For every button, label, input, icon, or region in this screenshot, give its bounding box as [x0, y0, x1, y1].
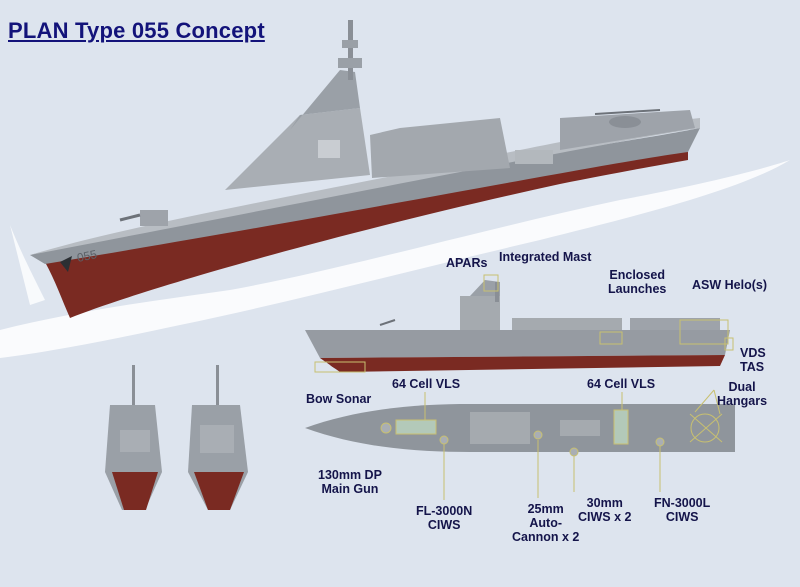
label-asw-helo: ASW Helo(s) — [692, 278, 767, 292]
top-down-plan — [305, 404, 735, 457]
label-main-gun: 130mm DP Main Gun — [318, 468, 382, 496]
label-bow-sonar: Bow Sonar — [306, 392, 372, 406]
label-integrated-mast: Integrated Mast — [499, 250, 592, 264]
label-enclosed-launches: Enclosed Launches — [608, 268, 667, 296]
label-vds: VDS — [740, 346, 766, 360]
label-apars: APARs — [446, 256, 488, 270]
label-tas: TAS — [740, 360, 765, 374]
label-fn3000l-ciws: FN-3000L CIWS — [654, 496, 711, 524]
label-fl3000n-ciws: FL-3000N CIWS — [416, 504, 473, 532]
rear-view-ship — [188, 365, 248, 510]
callout-lines — [424, 389, 721, 500]
wake-splash — [0, 160, 790, 358]
label-30mm-ciws: 30mm CIWS x 2 — [578, 496, 632, 524]
hull-number: 055 — [76, 247, 99, 265]
main-ship-perspective: 055 — [30, 20, 700, 318]
front-view-ship — [105, 365, 162, 510]
label-vls-forward: 64 Cell VLS — [392, 377, 461, 391]
label-vls-aft: 64 Cell VLS — [587, 377, 656, 391]
page-title: PLAN Type 055 Concept — [8, 18, 265, 43]
side-profile-ship — [305, 274, 734, 373]
label-25mm-autocannon: 25mm Auto- Cannon x 2 — [512, 502, 580, 544]
label-dual-hangars: Dual Hangars — [717, 380, 768, 408]
